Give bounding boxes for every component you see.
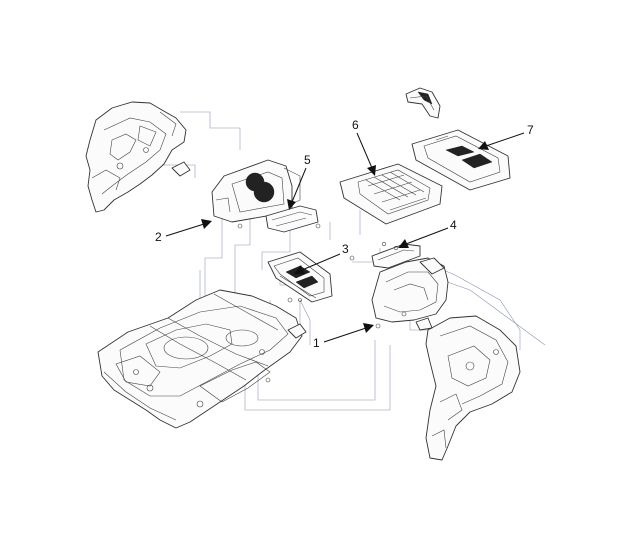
board-grid bbox=[365, 171, 427, 211]
part-3-center-panel bbox=[267, 251, 333, 303]
callout-6: 6 bbox=[352, 118, 359, 132]
part-5-bracket bbox=[265, 205, 319, 233]
speaker-hole-2 bbox=[253, 181, 275, 203]
quarter-outer-panel-right bbox=[415, 315, 521, 461]
quarter-inner-panel-left bbox=[85, 101, 191, 213]
callout-2: 2 bbox=[155, 230, 162, 244]
callout-5: 5 bbox=[304, 153, 311, 167]
part-1-wheelhouse-panel bbox=[371, 257, 449, 327]
fasteners bbox=[237, 223, 381, 383]
part-6-luggage-board bbox=[339, 163, 443, 225]
part-4-rail-bracket bbox=[371, 241, 421, 269]
callout-3: 3 bbox=[342, 242, 349, 256]
leader-lines bbox=[165, 132, 525, 343]
callout-1: 1 bbox=[313, 336, 320, 350]
callout-7: 7 bbox=[527, 123, 534, 137]
callout-labels: 1 2 3 4 5 6 7 bbox=[155, 118, 534, 350]
cover-hinge-part bbox=[405, 87, 441, 119]
rear-floor-assembly bbox=[97, 289, 307, 429]
callout-4: 4 bbox=[450, 218, 457, 232]
